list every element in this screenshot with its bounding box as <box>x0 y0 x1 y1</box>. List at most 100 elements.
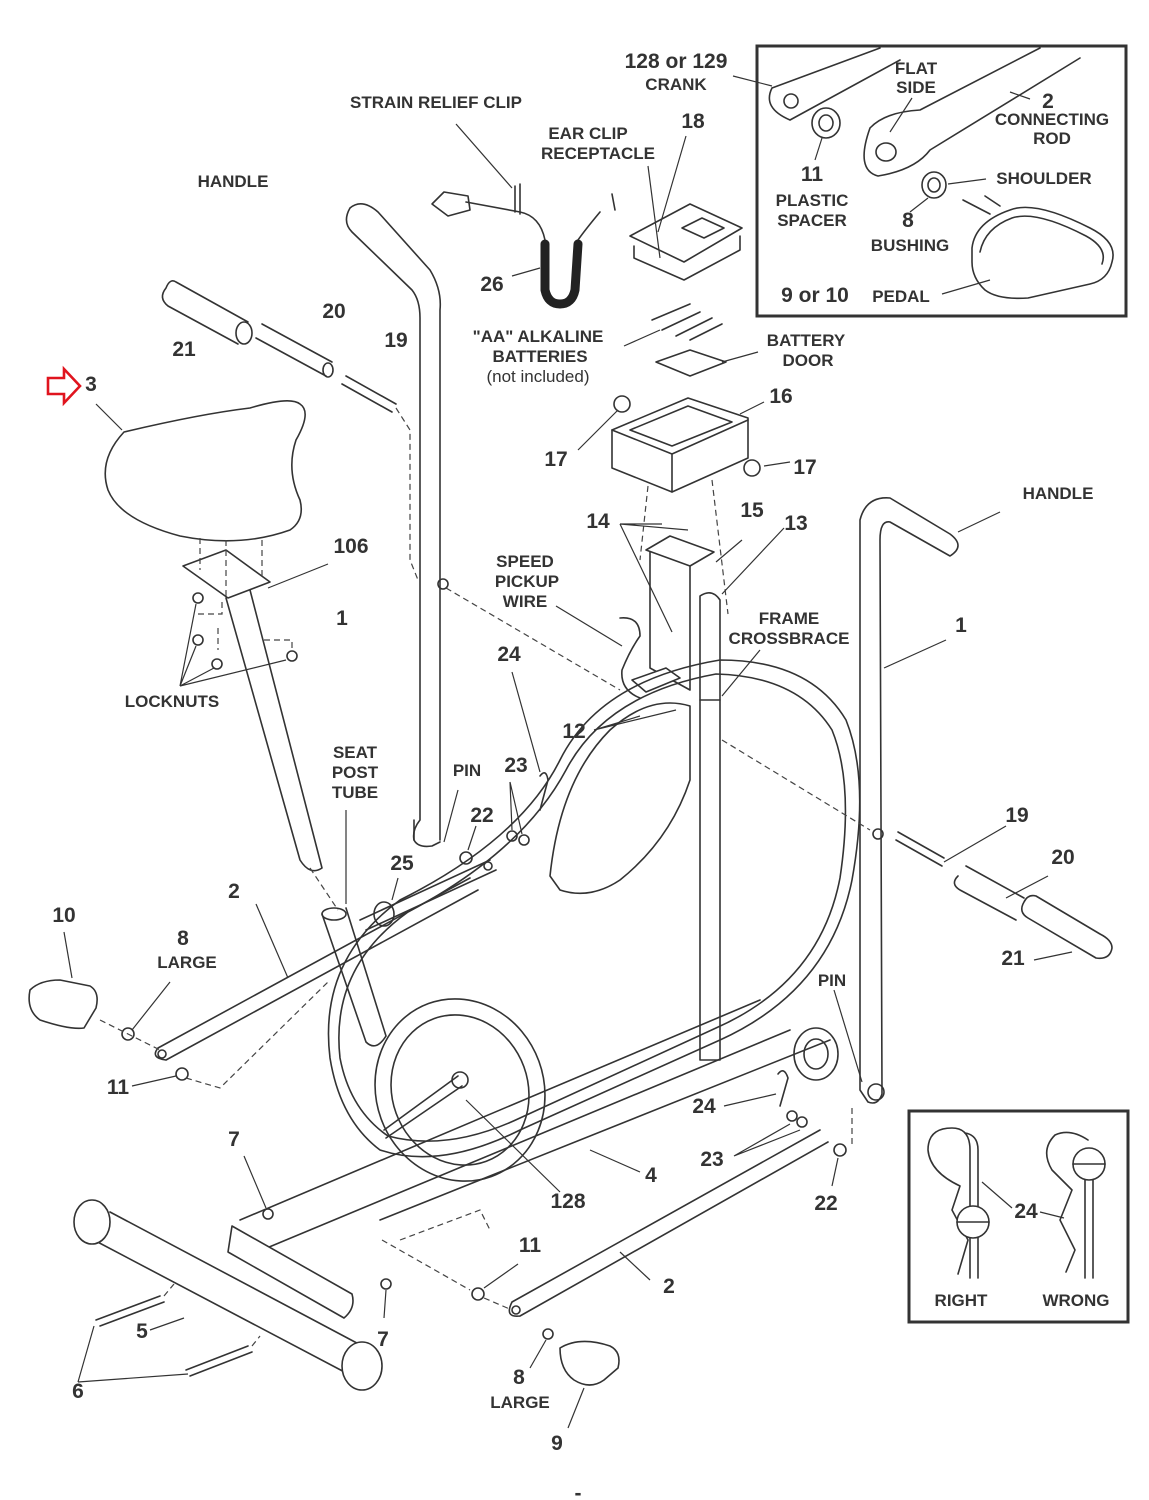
nut-22-left <box>459 851 473 865</box>
part-13: 13 <box>784 512 807 535</box>
part-8-right: 8 <box>513 1366 525 1389</box>
end-cap <box>341 1341 383 1391</box>
crank-arm <box>768 47 901 121</box>
foam-20-right <box>953 865 1025 921</box>
part-1-right: 1 <box>955 614 967 637</box>
part-7-top: 7 <box>228 1128 240 1151</box>
nut-7 <box>380 1278 392 1290</box>
frame-4 <box>239 999 831 1251</box>
washer-23-right <box>786 1110 798 1122</box>
pin-label-left: PIN <box>453 761 481 780</box>
pedal <box>971 206 1114 300</box>
part-26: 26 <box>480 273 503 296</box>
locknut <box>211 658 223 670</box>
pin-24-left <box>539 772 549 811</box>
flat-side-label-1: FLAT <box>895 59 938 78</box>
handle-label-right: HANDLE <box>1023 484 1094 503</box>
highlight-arrow-icon <box>46 365 82 407</box>
speed-pickup-label-2: PICKUP <box>495 572 559 591</box>
right-side-assembly <box>381 497 1113 1429</box>
pin-wrong <box>1084 1163 1094 1279</box>
console-housing-16 <box>611 397 749 493</box>
end-cap <box>73 1199 111 1245</box>
part-19-left: 19 <box>384 329 407 352</box>
ear-clip-wire <box>431 123 616 309</box>
handle-label-left: HANDLE <box>198 172 269 191</box>
pin-inset-part-number: 24 <box>1014 1200 1038 1223</box>
grip-21-left <box>161 280 249 345</box>
batteries-label-1: "AA" ALKALINE <box>473 327 604 346</box>
knob-17 <box>613 395 631 413</box>
bracket-15 <box>645 535 715 567</box>
part-24-right: 24 <box>692 1095 716 1118</box>
pin-24-right <box>777 1070 789 1107</box>
part-106: 106 <box>333 535 368 558</box>
part-19-right: 19 <box>1005 804 1028 827</box>
part-10: 10 <box>52 904 75 927</box>
nut-7 <box>262 1208 274 1220</box>
right-label: RIGHT <box>935 1291 989 1310</box>
nut-22-right <box>833 1143 847 1157</box>
left-handle-assembly <box>161 203 449 848</box>
part-8-left: 8 <box>177 927 189 950</box>
part-3-highlighted: 3 <box>85 373 97 396</box>
pedal-9 <box>559 1340 620 1386</box>
seat-post-tube <box>321 907 387 1047</box>
bushing-8-left <box>121 1027 135 1041</box>
part-21-right: 21 <box>1001 947 1025 970</box>
locknut <box>192 634 204 646</box>
part-21-left: 21 <box>172 338 196 361</box>
battery-door-label-2: DOOR <box>783 351 834 370</box>
part-20-right: 20 <box>1051 846 1074 869</box>
flywheel-shroud <box>327 659 861 1158</box>
console-assembly <box>555 135 791 731</box>
plastic-spacer-label-2: SPACER <box>777 211 847 230</box>
seat-post-tube-label-1: SEAT <box>333 743 378 762</box>
bushing-8-right <box>542 1328 554 1340</box>
part-128: 128 <box>550 1190 585 1213</box>
page-mark: - <box>575 1482 582 1500</box>
pin-orientation-inset: 24 RIGHT WRONG <box>907 1109 1130 1324</box>
stabilizer-5 <box>89 1211 371 1377</box>
large-label-left: LARGE <box>157 953 217 972</box>
part-17-left: 17 <box>544 448 567 471</box>
connecting-rod-number: 2 <box>1042 90 1054 113</box>
part-22-right: 22 <box>814 1192 837 1215</box>
crank-disc <box>374 998 546 1182</box>
crank-part-number: 128 or 129 <box>625 50 728 73</box>
bushing-label: BUSHING <box>871 236 949 255</box>
spacer-11-right <box>471 1287 485 1301</box>
inset-border <box>755 44 1128 318</box>
large-label-right: LARGE <box>490 1393 550 1412</box>
flat-side-label-2: SIDE <box>896 78 936 97</box>
part-17-right: 17 <box>793 456 816 479</box>
front-upright <box>699 699 721 1061</box>
part-4: 4 <box>645 1164 657 1187</box>
part-14: 14 <box>586 510 610 533</box>
crank-arm-128 <box>383 1075 463 1139</box>
part-2-left: 2 <box>228 880 240 903</box>
batteries <box>651 303 723 341</box>
part-1-left: 1 <box>336 607 348 630</box>
locknut <box>286 650 298 662</box>
bolt-6 <box>185 1345 253 1377</box>
shoulder-label: SHOULDER <box>996 169 1091 188</box>
frame-flywheel <box>239 659 861 1251</box>
batteries-label-2: BATTERIES <box>492 347 587 366</box>
top-cover <box>549 702 691 895</box>
battery-door-label-1: BATTERY <box>767 331 846 350</box>
part-16: 16 <box>769 385 792 408</box>
part-15: 15 <box>740 499 764 522</box>
grip-21-right <box>1020 894 1113 960</box>
pedal-label: PEDAL <box>872 287 930 306</box>
connecting-rod-label-1: CONNECTING <box>995 110 1109 129</box>
speed-pickup-label-1: SPEED <box>496 552 554 571</box>
part-22-left: 22 <box>470 804 493 827</box>
wrong-label: WRONG <box>1042 1291 1109 1310</box>
pedal-assembly-inset: 128 or 129 CRANK FLAT SIDE 2 CONNECTING … <box>625 44 1128 318</box>
callout-labels: STRAIN RELIEF CLIP EAR CLIP RECEPTACLE 1… <box>52 93 1093 1500</box>
ear-clip <box>431 191 471 217</box>
part-2-right: 2 <box>663 1275 675 1298</box>
foam-20-left <box>255 323 333 377</box>
